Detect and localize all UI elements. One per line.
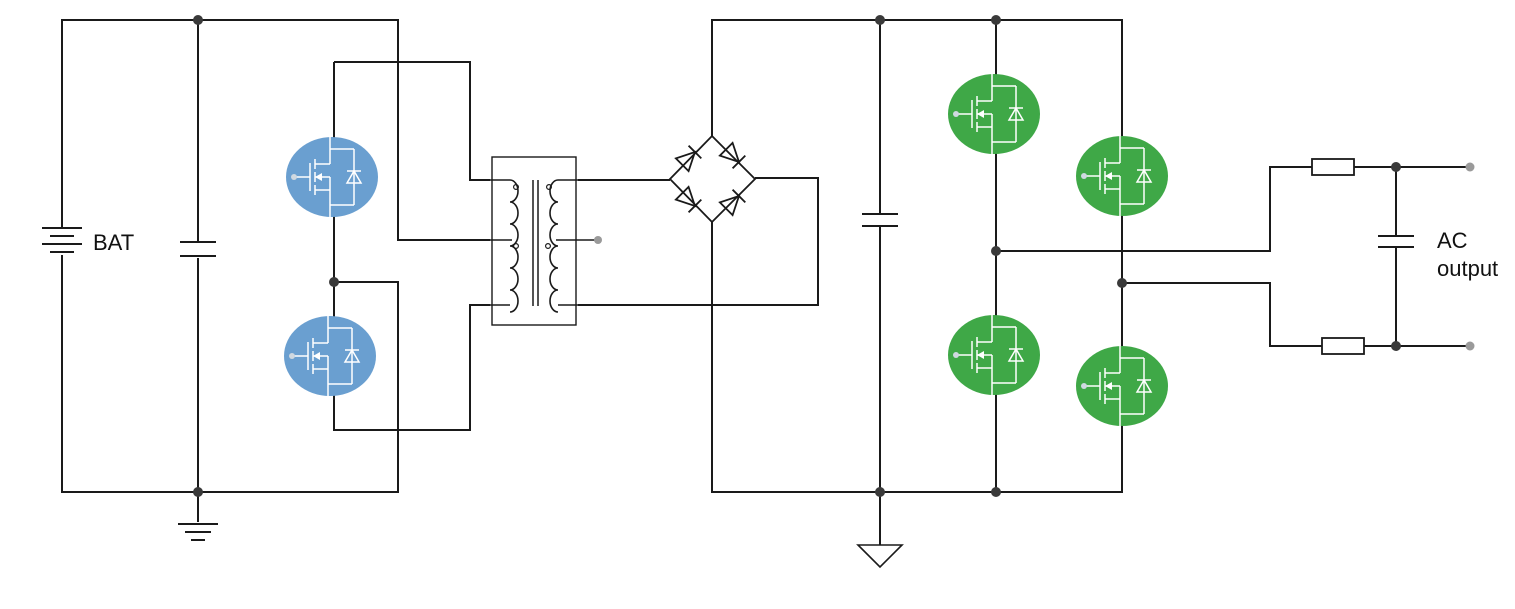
- diode-icon: [674, 144, 703, 173]
- junction-dots: [193, 15, 1401, 497]
- inverter-mosfet-lower-right: [1076, 345, 1168, 427]
- bridge-rectifier-icon: [668, 134, 757, 224]
- output-terminal-icon: [1465, 162, 1475, 172]
- inverter-mosfet-upper-left: [948, 73, 1040, 155]
- dc-link-capacitor-icon: [862, 213, 898, 227]
- diode-icon: [674, 185, 703, 214]
- secondary-wiring: [578, 19, 1123, 493]
- inverter-mosfet-lower-left: [948, 314, 1040, 396]
- input-capacitor-icon: [180, 241, 216, 257]
- transformer-icon: [490, 156, 596, 326]
- primary-mosfet-lower: [284, 315, 376, 397]
- primary-mosfet-upper: [286, 136, 378, 218]
- ac-output-label-line1: AC: [1437, 228, 1468, 253]
- center-tap-terminal-icon: [594, 236, 602, 244]
- primary-wiring: [61, 19, 490, 522]
- inverter-mosfet-upper-right: [1076, 135, 1168, 217]
- chassis-ground-icon: [856, 544, 904, 569]
- ground-icon: [178, 523, 218, 541]
- battery-icon: [42, 227, 82, 253]
- resistor-icon: [1321, 337, 1365, 355]
- inverter-wiring: [995, 20, 1470, 492]
- ac-output-label-line2: output: [1437, 256, 1498, 281]
- output-capacitor-icon: [1378, 235, 1414, 248]
- output-terminal-icon: [1465, 341, 1475, 351]
- battery-label: BAT: [93, 230, 134, 255]
- resistor-icon: [1311, 158, 1355, 176]
